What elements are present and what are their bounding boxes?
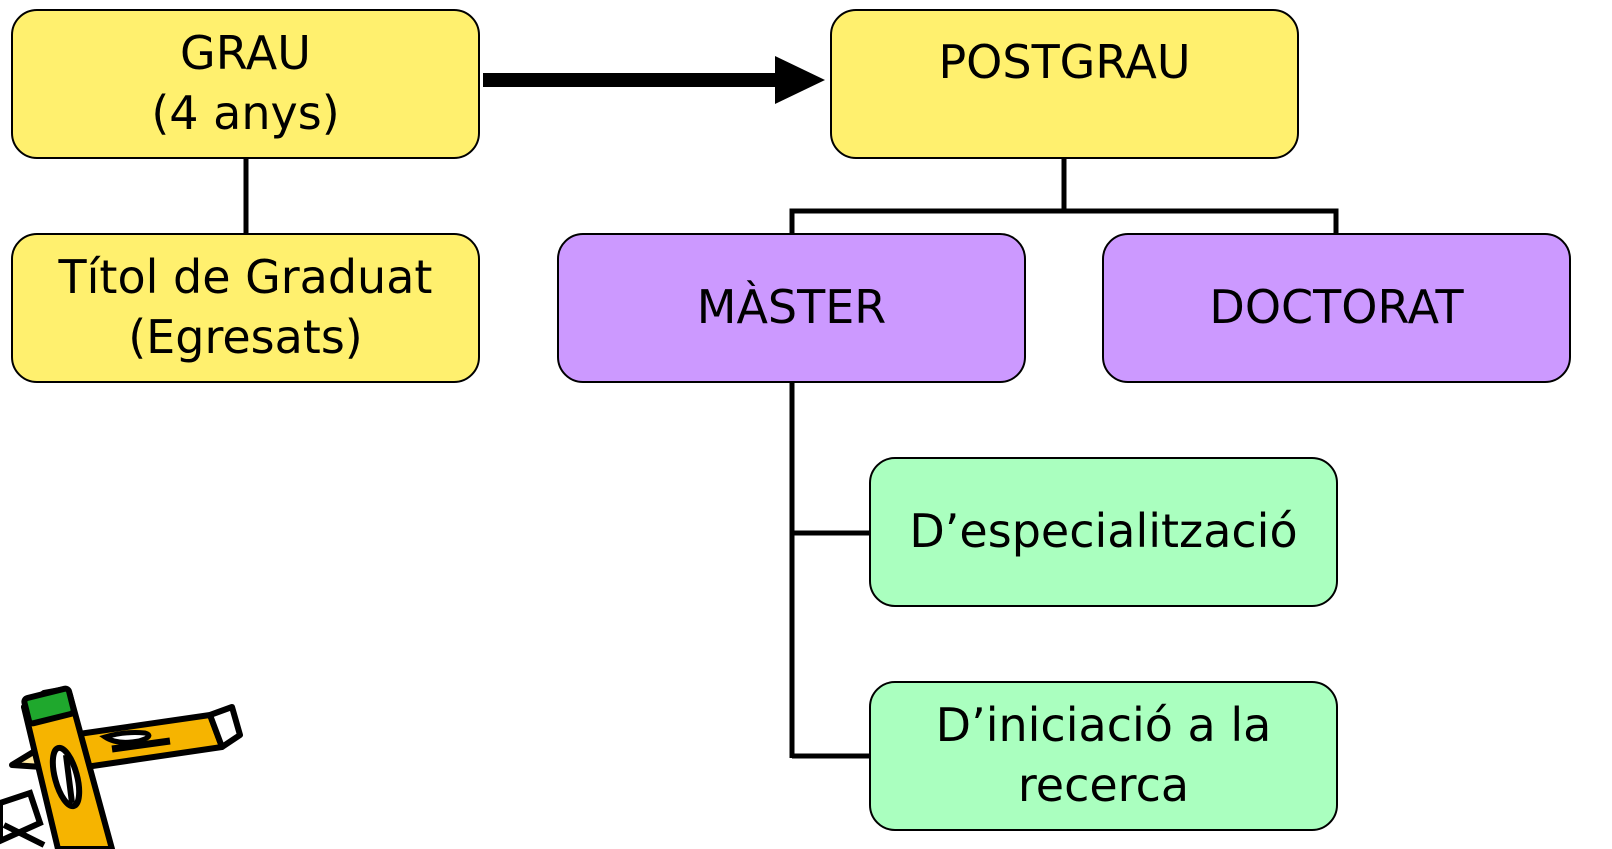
titol-graduat-box: Títol de Graduat (Egresats) — [11, 233, 480, 383]
master-label: MÀSTER — [696, 280, 887, 335]
iniciacio-recerca-box: D’iniciació a la recerca — [869, 681, 1338, 831]
doctorat-box: DOCTORAT — [1102, 233, 1571, 383]
doctorat-label: DOCTORAT — [1209, 280, 1464, 335]
master-box: MÀSTER — [557, 233, 1026, 383]
postgrau-label: POSTGRAU — [938, 35, 1191, 89]
especialitzacio-label: D’especialització — [909, 504, 1298, 559]
postgrau-box: POSTGRAU — [830, 9, 1299, 159]
grau-label: GRAU (4 anys) — [151, 26, 340, 140]
pencil-icon — [0, 685, 243, 849]
connector-master-children — [789, 383, 869, 759]
grau-box: GRAU (4 anys) — [11, 9, 480, 159]
connector-postgrau-children — [789, 159, 1339, 233]
arrow-grau-postgrau — [483, 56, 825, 104]
especialitzacio-box: D’especialització — [869, 457, 1338, 607]
titol-graduat-label: Títol de Graduat (Egresats) — [58, 250, 433, 364]
iniciacio-recerca-label: D’iniciació a la recerca — [935, 698, 1272, 812]
